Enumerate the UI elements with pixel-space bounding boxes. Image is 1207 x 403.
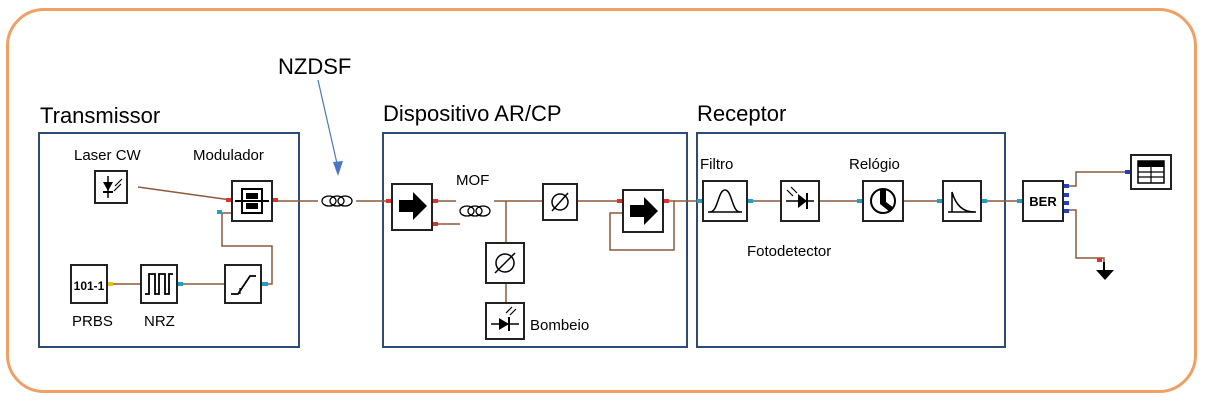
modulator-icon [235, 188, 269, 214]
nzdsf-fiber[interactable] [318, 190, 356, 212]
ground-icon [1094, 262, 1116, 282]
laser-cw-block[interactable] [94, 170, 128, 204]
optical-filter-block[interactable] [702, 180, 748, 222]
outer-frame [6, 8, 1197, 393]
transmitter-title: Transmissor [40, 103, 161, 128]
pump-laser-block[interactable] [485, 302, 525, 340]
electrical-filter-block[interactable] [942, 180, 982, 222]
filter-label: Filtro [700, 156, 734, 173]
ber-block-text: BER [1029, 194, 1057, 209]
table-icon [1137, 160, 1165, 184]
attenuator-icon [551, 192, 569, 212]
lowpass-filter-icon [948, 191, 976, 213]
fiber-coil-icon [459, 205, 491, 217]
clock-label: Relógio [849, 156, 900, 173]
receiver-title: Receptor [697, 101, 787, 126]
circulator-arrow-icon [630, 197, 658, 225]
photodiode-icon [786, 186, 814, 209]
ramp-icon [231, 275, 256, 295]
prbs-block[interactable]: 101-1 [70, 264, 108, 304]
laser-label: Laser CW [74, 147, 141, 164]
prbs-block-text: 101-1 [74, 279, 105, 293]
square-wave-icon [145, 273, 173, 295]
circulator-arrow-icon [399, 192, 427, 220]
modulator-label: Modulador [193, 147, 264, 164]
ber-analyzer-block[interactable]: BER [1022, 180, 1064, 222]
driver-block[interactable] [224, 264, 262, 304]
attenuator-icon [494, 252, 516, 274]
transmitter-box [38, 132, 300, 348]
fiber-coil-icon [321, 195, 353, 207]
prbs-icon: 101-1 [74, 279, 105, 293]
nrz-label: NRZ [144, 313, 175, 330]
circulator-2-block[interactable] [622, 189, 664, 233]
attenuator-1-block[interactable] [542, 183, 578, 221]
attenuator-2-block[interactable] [485, 242, 525, 284]
pump-label: Bombeio [530, 317, 590, 334]
device-title: Dispositivo AR/CP [383, 101, 562, 126]
nrz-block[interactable] [140, 264, 178, 304]
mof-label: MOF [456, 172, 490, 189]
modulator-block[interactable] [231, 180, 273, 222]
receiver-box [696, 132, 1006, 348]
laser-icon [491, 306, 519, 331]
clock-icon [870, 188, 896, 214]
photodetector-label: Fotodetector [747, 243, 832, 260]
fiber-annotation-label: NZDSF [278, 54, 352, 79]
clock-recovery-block[interactable] [862, 180, 904, 222]
bandpass-filter-icon [708, 189, 742, 213]
data-table-block[interactable] [1130, 154, 1172, 190]
laser-icon [103, 176, 123, 198]
device-box [382, 132, 688, 348]
circulator-1-block[interactable] [391, 183, 433, 231]
photodetector-block[interactable] [780, 180, 820, 222]
mof-fiber[interactable] [456, 200, 494, 222]
ber-analyzer-icon: BER [1029, 194, 1057, 209]
prbs-label: PRBS [72, 313, 113, 330]
